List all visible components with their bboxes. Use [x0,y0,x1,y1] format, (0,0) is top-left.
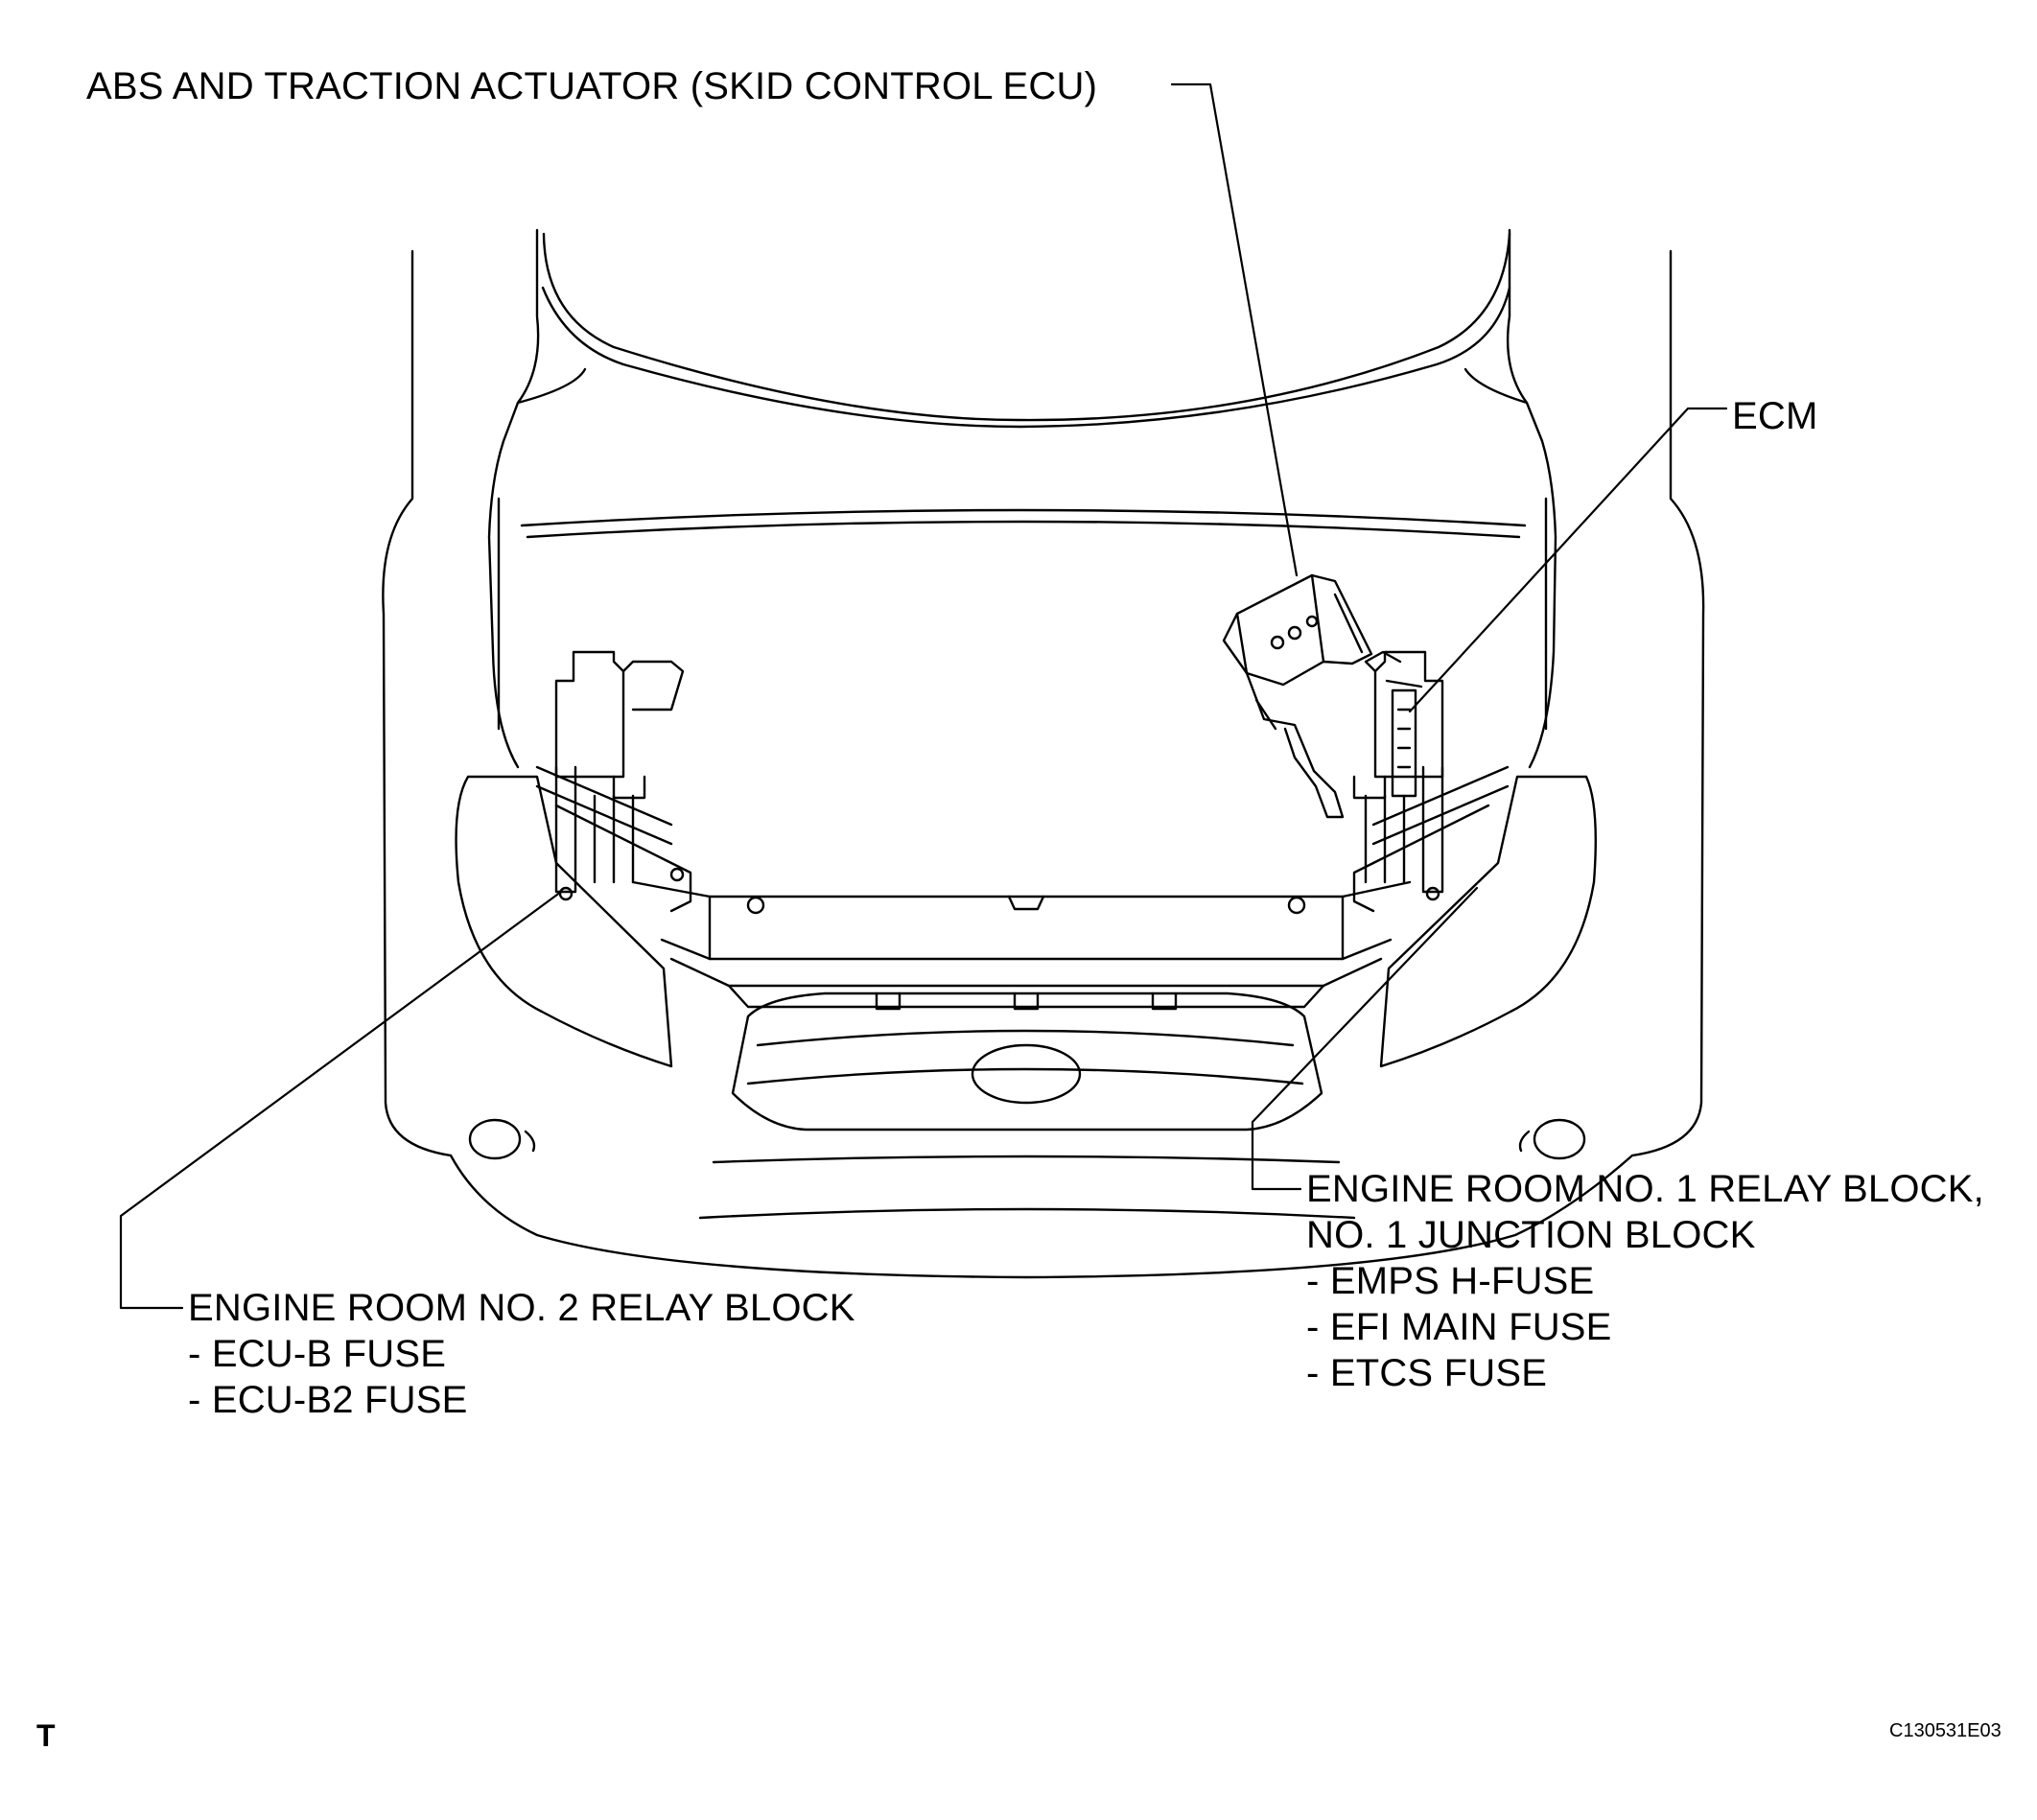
leader-line-ecm [1408,407,1728,713]
figure-code: C130531E03 [1889,1720,2002,1741]
corner-mark: T [36,1718,56,1753]
ecm-label: ECM [1732,395,1818,437]
er1-title-line2: NO. 1 JUNCTION BLOCK [1306,1214,1756,1256]
leader-line-er2 [119,890,563,1310]
abs-traction-actuator [1222,573,1373,819]
engine-room-no2-relay-block-label: ENGINE ROOM NO. 2 RELAY BLOCK - ECU-B FU… [188,1285,855,1423]
er1-title-line1: ENGINE ROOM NO. 1 RELAY BLOCK, [1306,1168,1984,1210]
vehicle-body-outline [382,228,1705,1279]
er1-fuse-item: - EFI MAIN FUSE [1306,1306,1612,1348]
er2-fuse-item: - ECU-B FUSE [188,1333,447,1375]
leader-lines [119,82,1728,1310]
er2-title: ENGINE ROOM NO. 2 RELAY BLOCK [188,1287,855,1329]
leader-line-abs [1170,82,1299,577]
ecm-unit [1385,679,1423,798]
engine-room-no2-relay-block [535,650,692,913]
er1-fuse-item: - EMPS H-FUSE [1306,1260,1595,1302]
abs-actuator-label: ABS AND TRACTION ACTUATOR (SKID CONTROL … [86,65,1098,107]
engine-room-no1-relay-block [1352,650,1510,913]
engine-room-no1-relay-block-label: ENGINE ROOM NO. 1 RELAY BLOCK, NO. 1 JUN… [1306,1166,1984,1396]
er2-fuse-item: - ECU-B2 FUSE [188,1379,468,1421]
leader-line-er1 [1251,886,1479,1191]
er1-fuse-item: - ETCS FUSE [1306,1352,1548,1394]
